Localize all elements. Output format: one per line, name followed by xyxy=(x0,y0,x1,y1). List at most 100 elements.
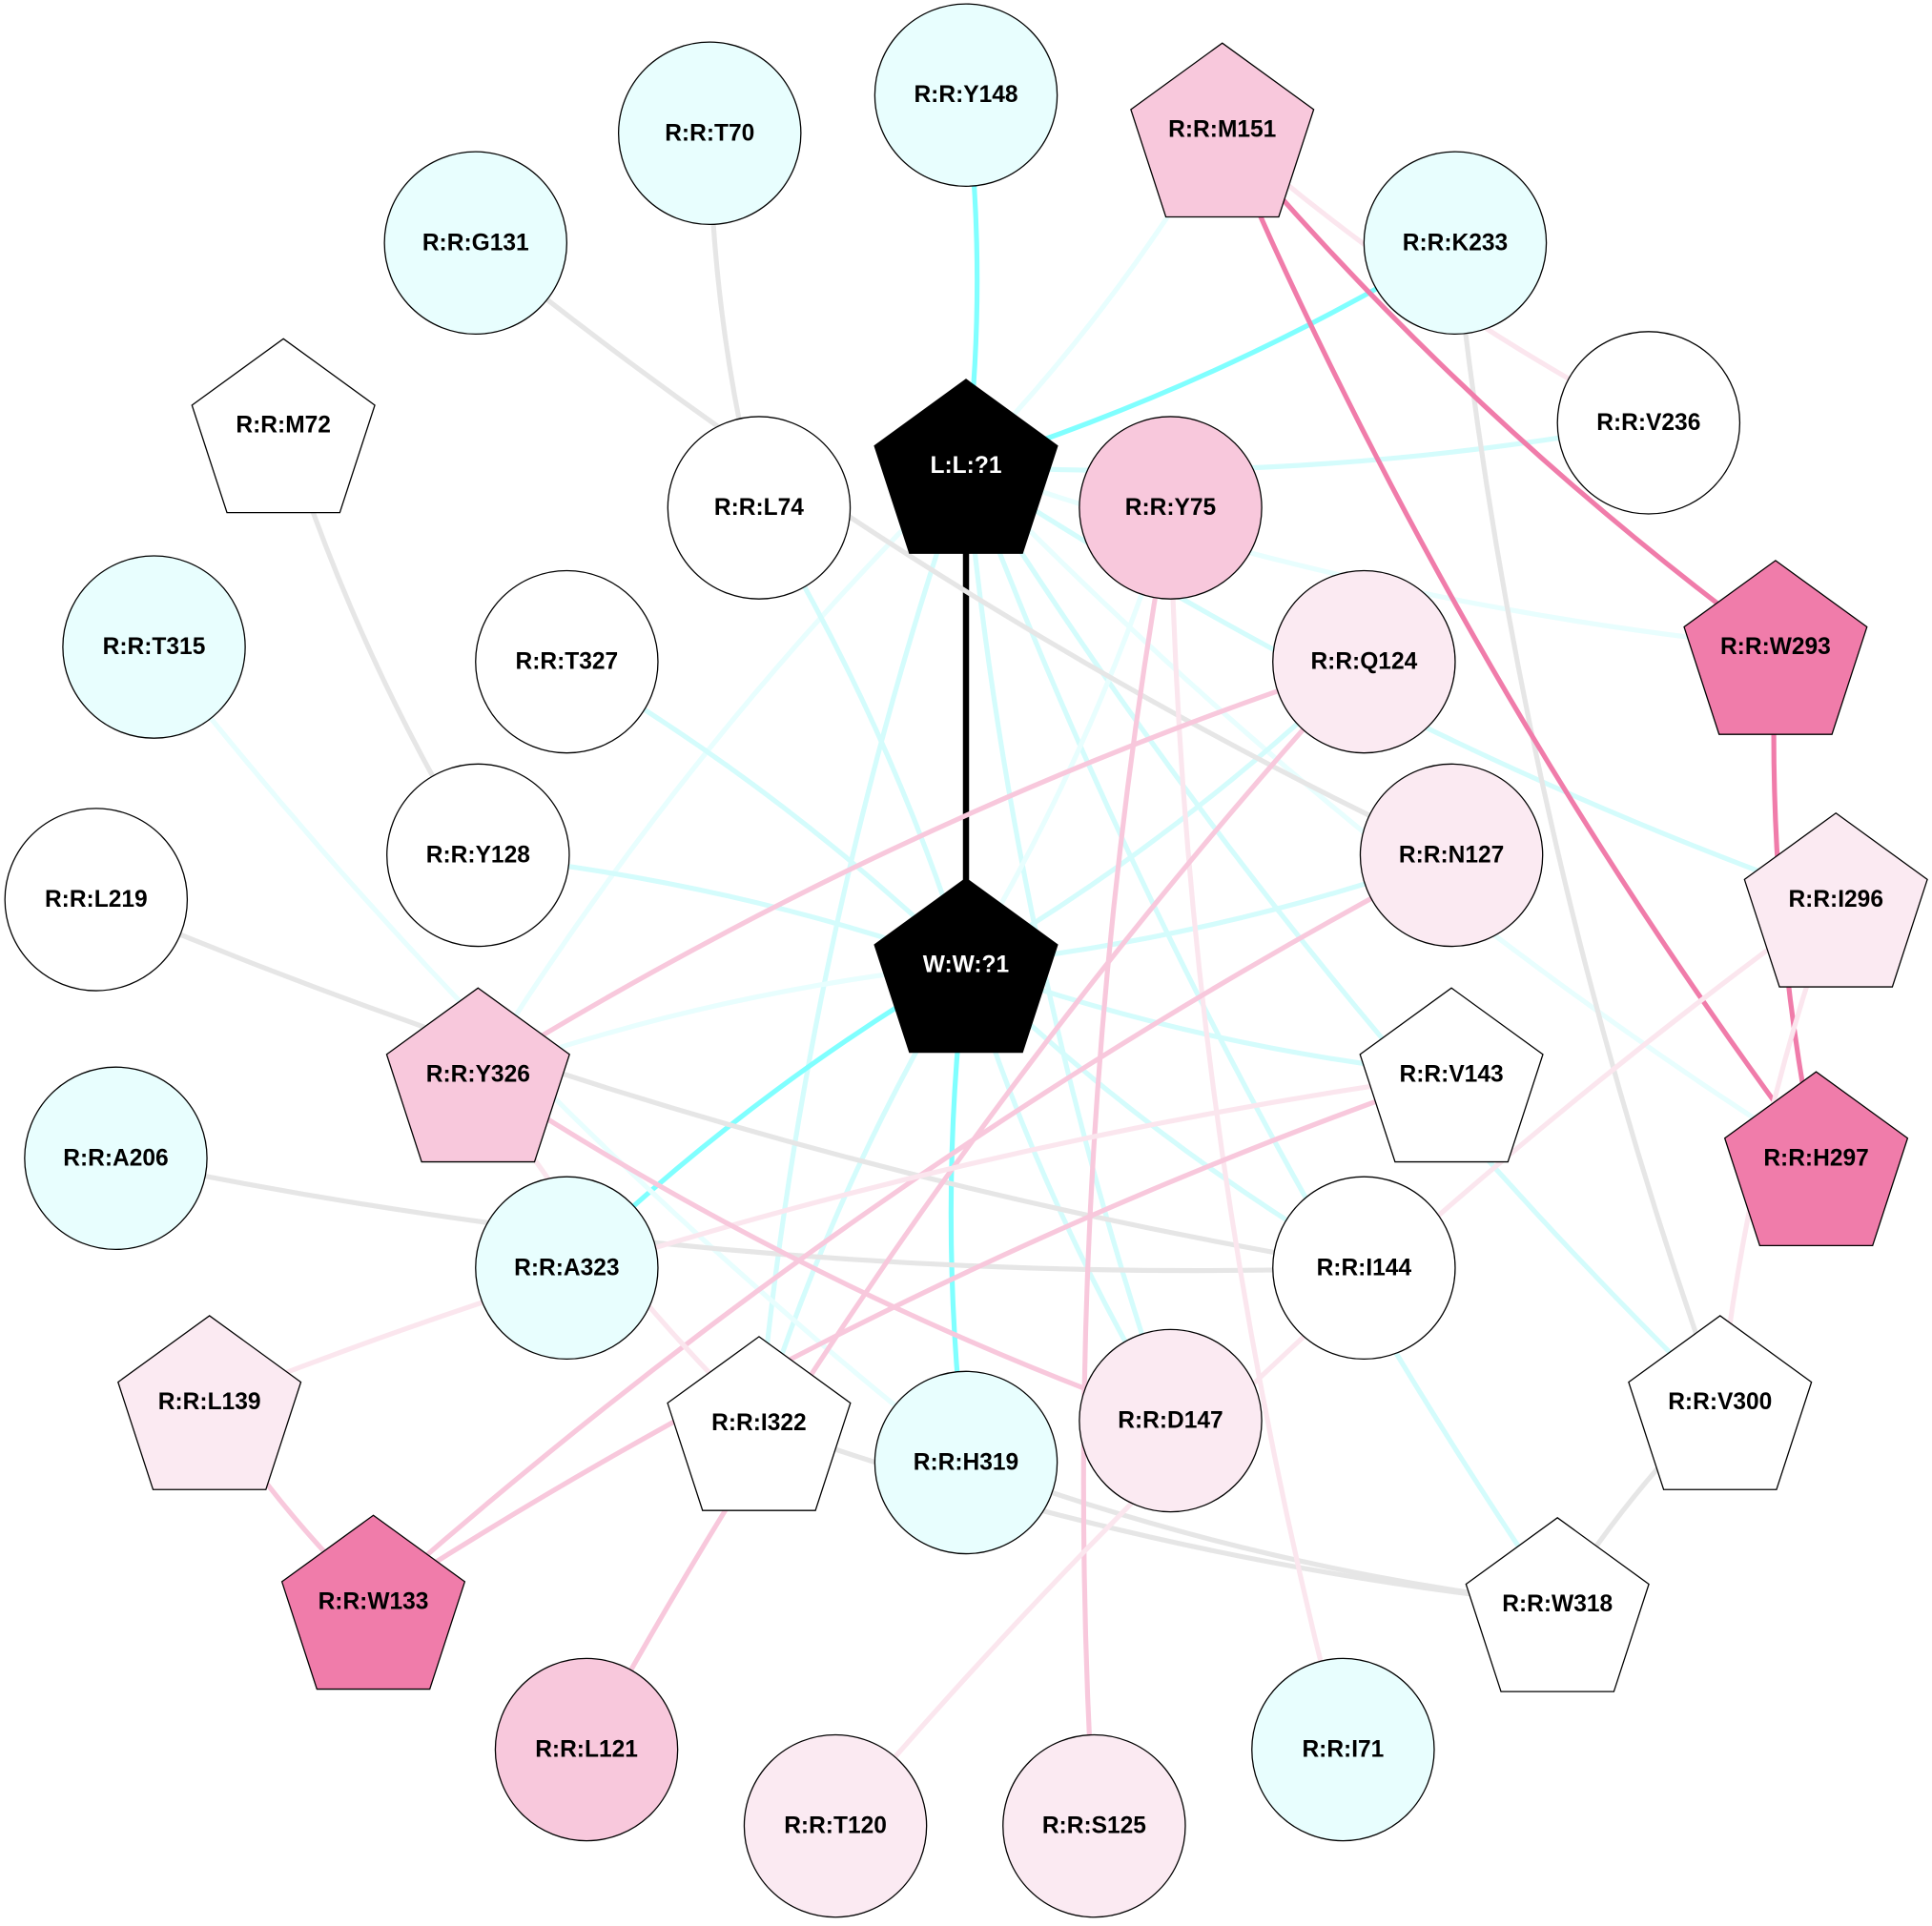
circle-node-shape xyxy=(1359,763,1544,948)
node-k233[interactable]: R:R:K233 xyxy=(1363,151,1548,336)
node-w293[interactable]: R:R:W293 xyxy=(1683,560,1868,735)
edge-V143-L139 xyxy=(208,1072,1452,1405)
node-label: R:R:S125 xyxy=(1042,1813,1146,1839)
edge-L1-V300 xyxy=(963,464,1722,1404)
node-t70[interactable]: R:R:T70 xyxy=(617,41,802,226)
node-t327[interactable]: R:R:T327 xyxy=(475,569,659,754)
pentagon-node-shape xyxy=(1723,1071,1909,1247)
node-v300[interactable]: R:R:V300 xyxy=(1628,1315,1813,1490)
pentagon-node-shape xyxy=(1683,560,1868,735)
node-l139[interactable]: R:R:L139 xyxy=(117,1315,302,1490)
circle-node-shape xyxy=(1079,1328,1263,1513)
node-label: R:R:N127 xyxy=(1399,842,1504,868)
circle-node-shape xyxy=(743,1733,928,1918)
circle-node-shape xyxy=(874,3,1058,187)
node-label: R:R:V236 xyxy=(1596,410,1700,436)
node-i322[interactable]: R:R:I322 xyxy=(667,1336,852,1511)
node-label: R:R:G131 xyxy=(422,230,529,256)
pentagon-node-shape xyxy=(1130,42,1315,218)
node-label: R:R:Y148 xyxy=(914,82,1017,108)
node-i296[interactable]: R:R:I296 xyxy=(1743,811,1928,988)
node-label: R:R:I322 xyxy=(711,1410,807,1436)
node-l121[interactable]: R:R:L121 xyxy=(494,1657,679,1842)
circle-node-shape xyxy=(1556,331,1741,515)
node-q124[interactable]: R:R:Q124 xyxy=(1272,569,1456,754)
node-w133[interactable]: R:R:W133 xyxy=(280,1514,466,1690)
pentagon-node-shape xyxy=(1743,811,1928,988)
node-i71[interactable]: R:R:I71 xyxy=(1251,1657,1435,1842)
edge-Y75-S125 xyxy=(1080,507,1174,1827)
node-l219[interactable]: R:R:L219 xyxy=(4,808,189,992)
node-l74[interactable]: R:R:L74 xyxy=(667,416,852,600)
circle-node-shape xyxy=(1079,416,1263,600)
node-label: R:R:Q124 xyxy=(1310,649,1417,675)
node-label: R:R:I296 xyxy=(1788,887,1883,912)
node-a323[interactable]: R:R:A323 xyxy=(475,1176,659,1361)
edge-A206-I144 xyxy=(114,1156,1365,1274)
node-h319[interactable]: R:R:H319 xyxy=(874,1370,1058,1555)
node-y128[interactable]: R:R:Y128 xyxy=(386,763,570,948)
node-label: R:R:D147 xyxy=(1118,1408,1223,1434)
circle-node-shape xyxy=(62,555,246,739)
edge-L219-I144 xyxy=(94,897,1365,1271)
node-label: R:R:K233 xyxy=(1403,230,1508,256)
circle-node-shape xyxy=(475,1176,659,1361)
node-t315[interactable]: R:R:T315 xyxy=(62,555,246,739)
node-label: R:R:Y326 xyxy=(426,1061,530,1087)
node-a206[interactable]: R:R:A206 xyxy=(24,1066,208,1251)
node-h297[interactable]: R:R:H297 xyxy=(1723,1071,1909,1247)
pentagon-node-shape xyxy=(1628,1315,1813,1490)
edge-Q124-Y326 xyxy=(476,659,1366,1077)
circle-node-shape xyxy=(667,416,852,600)
node-label: R:R:T315 xyxy=(103,634,206,660)
pentagon-node-shape xyxy=(117,1315,302,1490)
node-label: R:R:L74 xyxy=(714,495,804,521)
node-v143[interactable]: R:R:V143 xyxy=(1359,987,1544,1163)
node-label: R:R:H297 xyxy=(1763,1145,1868,1171)
node-v236[interactable]: R:R:V236 xyxy=(1556,331,1741,515)
circle-node-shape xyxy=(383,151,568,336)
edge-N127-W133 xyxy=(371,852,1453,1604)
node-w1[interactable]: W:W:?1 xyxy=(874,877,1058,1054)
node-n127[interactable]: R:R:N127 xyxy=(1359,763,1544,948)
node-m72[interactable]: R:R:M72 xyxy=(191,338,376,514)
node-label: R:R:M151 xyxy=(1168,116,1276,142)
node-s125[interactable]: R:R:S125 xyxy=(1002,1733,1186,1918)
node-i144[interactable]: R:R:I144 xyxy=(1272,1176,1456,1361)
node-l1[interactable]: L:L:?1 xyxy=(874,379,1058,554)
node-label: R:R:T327 xyxy=(516,649,619,675)
node-g131[interactable]: R:R:G131 xyxy=(383,151,568,336)
pentagon-node-shape xyxy=(874,877,1058,1054)
node-label: R:R:Y75 xyxy=(1125,495,1216,521)
node-m151[interactable]: R:R:M151 xyxy=(1130,42,1315,218)
pentagon-node-shape xyxy=(667,1336,852,1511)
pentagon-node-shape xyxy=(1359,987,1544,1163)
node-d147[interactable]: R:R:D147 xyxy=(1079,1328,1263,1513)
node-label: R:R:L219 xyxy=(45,887,148,912)
node-label: W:W:?1 xyxy=(923,952,1009,977)
node-y326[interactable]: R:R:Y326 xyxy=(385,987,570,1163)
edge-Q124-L121 xyxy=(584,660,1367,1752)
node-label: R:R:L121 xyxy=(535,1737,638,1763)
node-label: R:R:T70 xyxy=(665,120,754,146)
edge-L1-W318 xyxy=(963,464,1560,1606)
edge-L1-V236 xyxy=(965,420,1650,474)
node-label: R:R:W133 xyxy=(319,1588,429,1614)
node-t120[interactable]: R:R:T120 xyxy=(743,1733,928,1918)
edge-K233-V300 xyxy=(1452,242,1723,1404)
node-label: R:R:I144 xyxy=(1317,1255,1412,1281)
circle-node-shape xyxy=(1272,1176,1456,1361)
pentagon-node-shape xyxy=(191,338,376,514)
circle-node-shape xyxy=(617,41,802,226)
node-w318[interactable]: R:R:W318 xyxy=(1465,1517,1650,1692)
edge-M151-H297 xyxy=(1220,128,1819,1160)
circle-node-shape xyxy=(874,1370,1058,1555)
node-label: R:R:M72 xyxy=(236,413,331,439)
pentagon-node-shape xyxy=(385,987,570,1163)
node-y75[interactable]: R:R:Y75 xyxy=(1079,416,1263,600)
pentagon-node-shape xyxy=(874,379,1058,554)
node-y148[interactable]: R:R:Y148 xyxy=(874,3,1058,187)
node-label: R:R:W293 xyxy=(1720,634,1831,660)
circle-node-shape xyxy=(1002,1733,1186,1918)
node-label: R:R:L139 xyxy=(158,1389,261,1415)
